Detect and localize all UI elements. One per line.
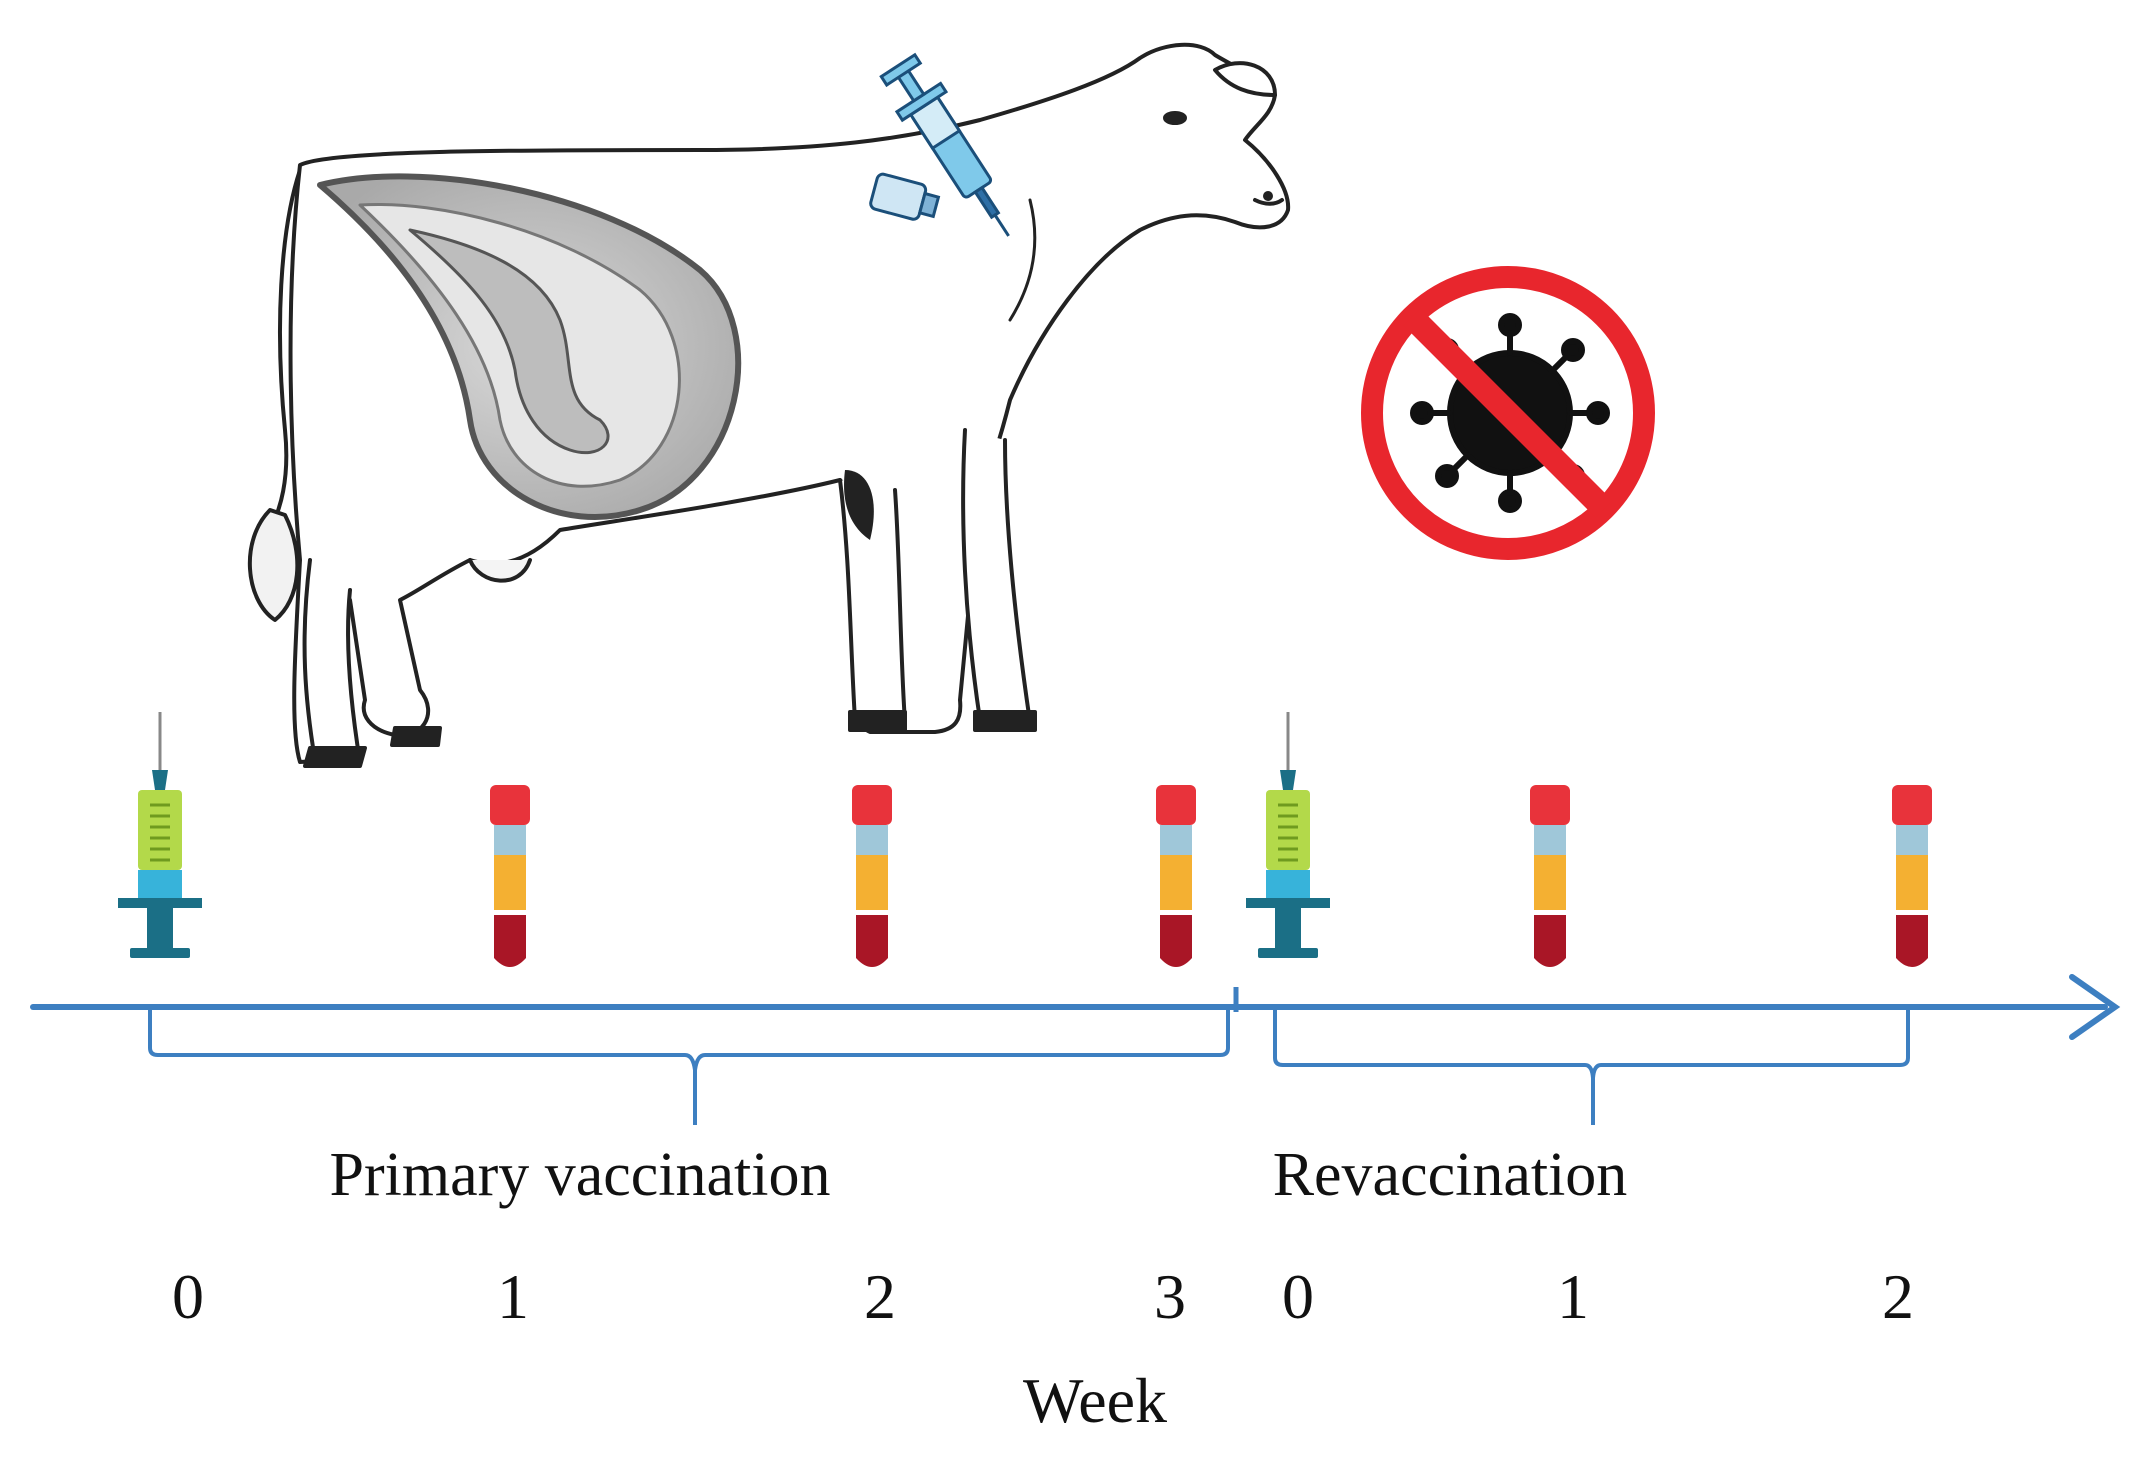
pregnant-cow-illustration bbox=[248, 42, 1291, 768]
timeline-axis bbox=[30, 974, 2121, 1040]
week-label: 0 bbox=[172, 1261, 204, 1332]
blood-tube-icon bbox=[852, 785, 892, 967]
blood-tube-icon bbox=[490, 785, 530, 967]
week-label: 1 bbox=[497, 1261, 529, 1332]
week-label: 2 bbox=[864, 1261, 896, 1332]
revaccination-week-labels: 0 1 2 bbox=[1282, 1261, 1914, 1332]
syringe-icon bbox=[118, 712, 202, 958]
uterus-with-fetus bbox=[317, 173, 742, 520]
blood-tube-icon bbox=[1530, 785, 1570, 967]
week-label: 3 bbox=[1154, 1261, 1186, 1332]
timeline-events bbox=[118, 712, 1932, 967]
axis-title-week: Week bbox=[1023, 1365, 1167, 1436]
no-virus-icon bbox=[1361, 266, 1655, 560]
week-label: 2 bbox=[1882, 1261, 1914, 1332]
week-label: 1 bbox=[1557, 1261, 1589, 1332]
syringe-icon bbox=[1246, 712, 1330, 958]
blood-tube-icon bbox=[1156, 785, 1196, 967]
week-label: 0 bbox=[1282, 1261, 1314, 1332]
neck-injection-syringe-icon bbox=[869, 52, 1010, 237]
primary-week-labels: 0 1 2 3 bbox=[172, 1261, 1186, 1332]
blood-tube-icon bbox=[1892, 785, 1932, 967]
primary-vaccination-brace bbox=[148, 1007, 1230, 1125]
revaccination-label: Revaccination bbox=[1273, 1141, 1628, 1209]
primary-vaccination-label: Primary vaccination bbox=[330, 1141, 831, 1209]
revaccination-brace bbox=[1273, 1007, 1910, 1125]
